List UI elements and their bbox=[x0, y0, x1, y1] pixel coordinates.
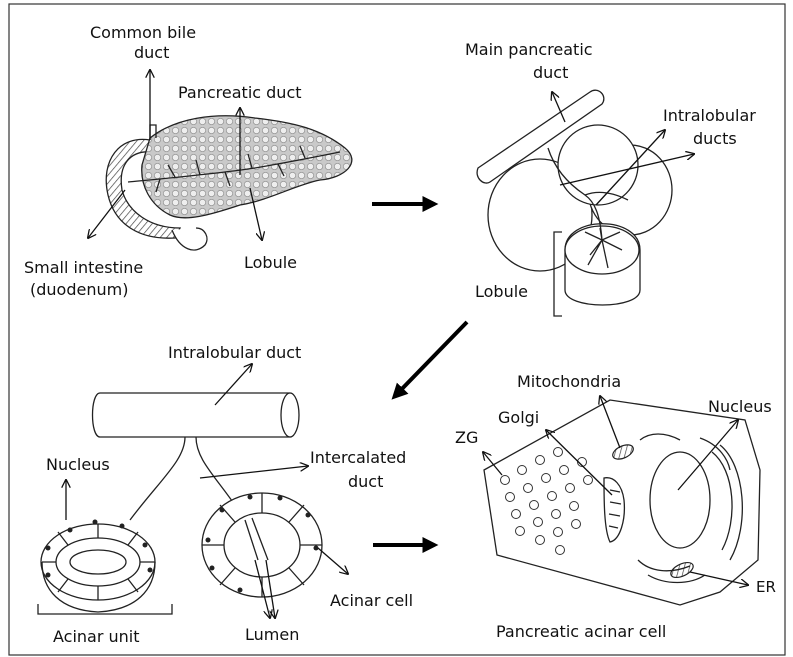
label-small-intestine-1: Small intestine bbox=[24, 258, 143, 277]
label-intralobular-ducts-2: ducts bbox=[693, 129, 737, 148]
label-mitochondria: Mitochondria bbox=[517, 372, 621, 391]
panel-acinar-cell: Mitochondria Golgi Nucleus ZG ER Pancrea… bbox=[455, 372, 776, 641]
label-common-bile-duct-1: Common bile bbox=[90, 23, 196, 42]
panel-lobules: Main pancreatic duct Intralobular ducts … bbox=[465, 40, 756, 316]
label-intercalated-duct-2: duct bbox=[348, 472, 383, 491]
label-nucleus-4: Nucleus bbox=[708, 397, 772, 416]
acinar-unit-bracket bbox=[38, 604, 172, 614]
duodenum-tube bbox=[172, 228, 207, 250]
acinus-left bbox=[41, 524, 155, 612]
tube-end bbox=[281, 393, 299, 437]
label-lobule-2: Lobule bbox=[475, 282, 528, 301]
panel-pancreas: Common bile duct Pancreatic duct Small i… bbox=[24, 23, 352, 299]
label-intralobular-duct: Intralobular duct bbox=[168, 343, 301, 362]
arrow-acinar-cell bbox=[318, 548, 348, 574]
arrow-intercalated-duct bbox=[200, 466, 308, 478]
pancreas-body-drawing bbox=[142, 116, 352, 218]
label-er: ER bbox=[756, 578, 776, 596]
label-lobule-1: Lobule bbox=[244, 253, 297, 272]
label-lumen: Lumen bbox=[245, 625, 299, 644]
label-pancreatic-duct: Pancreatic duct bbox=[178, 83, 302, 102]
label-golgi: Golgi bbox=[498, 408, 539, 427]
flow-arrow-2 bbox=[396, 322, 467, 395]
label-nucleus-3: Nucleus bbox=[46, 455, 110, 474]
label-common-bile-duct-2: duct bbox=[134, 43, 169, 62]
intralobular-duct-tube bbox=[93, 393, 298, 437]
label-acinar-cell: Acinar cell bbox=[330, 591, 413, 610]
label-main-pancreatic-duct-2: duct bbox=[533, 63, 568, 82]
cell-nucleus bbox=[650, 452, 710, 548]
label-small-intestine-2: (duodenum) bbox=[30, 280, 128, 299]
caption-pancreatic-acinar-cell: Pancreatic acinar cell bbox=[496, 622, 666, 641]
panel-acinar-units: Intralobular duct Intercalated duct Nucl… bbox=[38, 343, 413, 646]
label-main-pancreatic-duct-1: Main pancreatic bbox=[465, 40, 593, 59]
label-intercalated-duct-1: Intercalated bbox=[310, 448, 406, 467]
lobule-cut-face bbox=[565, 226, 639, 274]
label-acinar-unit: Acinar unit bbox=[53, 627, 140, 646]
label-zg: ZG bbox=[455, 428, 478, 447]
label-intralobular-ducts-1: Intralobular bbox=[663, 106, 756, 125]
